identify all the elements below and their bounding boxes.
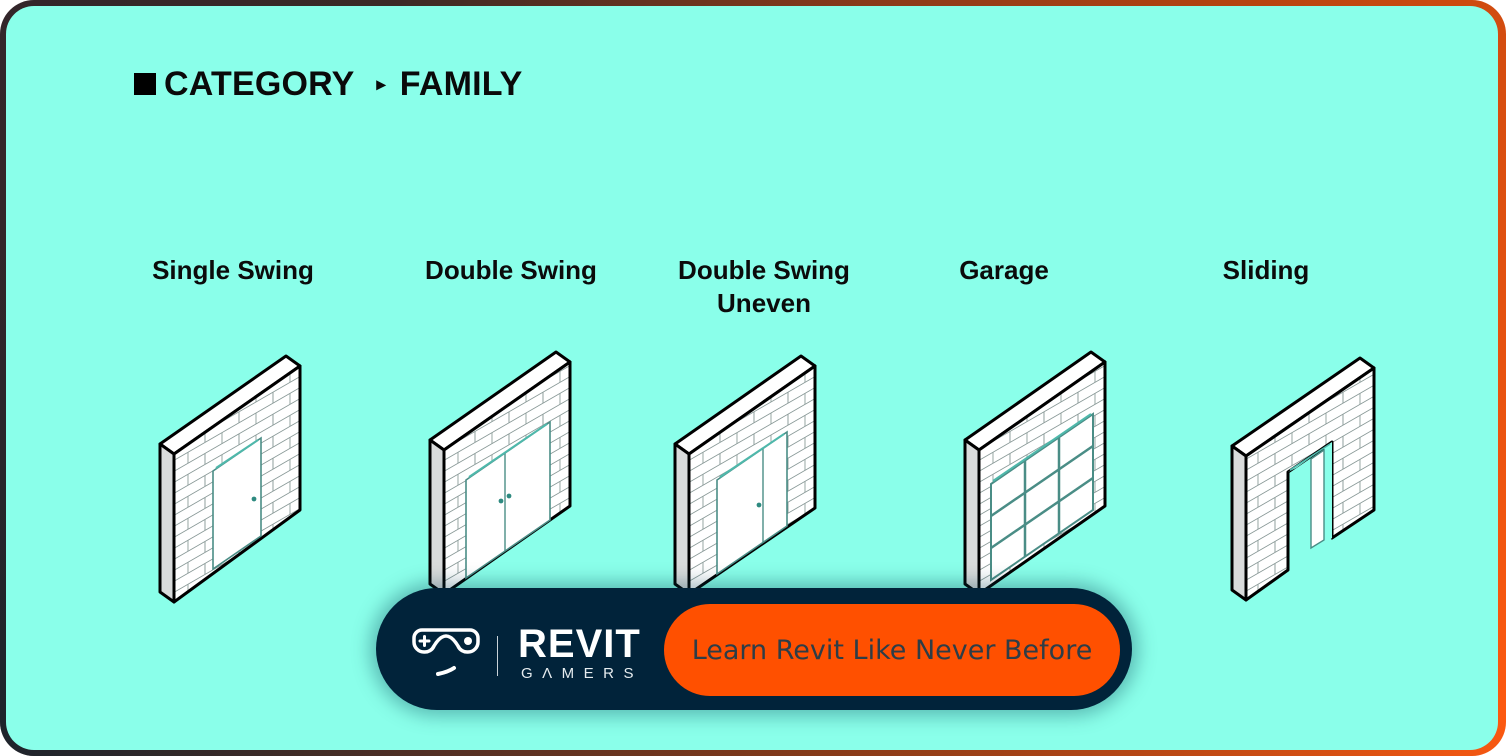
label-garage: Garage <box>959 255 1049 285</box>
breadcrumb: CATEGORY ▸ FAMILY <box>134 64 523 104</box>
label-double-swing-uneven: Double Swing Uneven <box>678 255 850 318</box>
canvas: CATEGORY ▸ FAMILY Single Swing Double Sw… <box>6 6 1498 750</box>
logo-divider <box>497 636 498 676</box>
single-swing-door-icon <box>158 354 302 604</box>
breadcrumb-family: FAMILY <box>399 64 523 103</box>
garage-door-icon <box>963 350 1107 596</box>
breadcrumb-category: CATEGORY <box>164 64 355 103</box>
label-double-swing: Double Swing <box>425 255 597 285</box>
brand-name: REVIT <box>518 622 641 666</box>
learn-revit-button[interactable]: Learn Revit Like Never Before <box>664 604 1120 696</box>
triangle-right-icon: ▸ <box>376 73 386 94</box>
sliding-door-icon <box>1230 356 1376 602</box>
brand-subtitle: GΛMERS <box>521 665 644 682</box>
double-swing-uneven-door-icon <box>673 354 817 596</box>
label-sliding: Sliding <box>1222 255 1310 285</box>
black-square-icon <box>134 73 156 95</box>
gamepad-goggles-icon <box>412 628 480 676</box>
double-swing-door-icon <box>428 350 572 596</box>
label-single-swing: Single Swing <box>152 255 314 285</box>
promo-banner: REVIT GΛMERS Learn Revit Like Never Befo… <box>376 588 1132 710</box>
